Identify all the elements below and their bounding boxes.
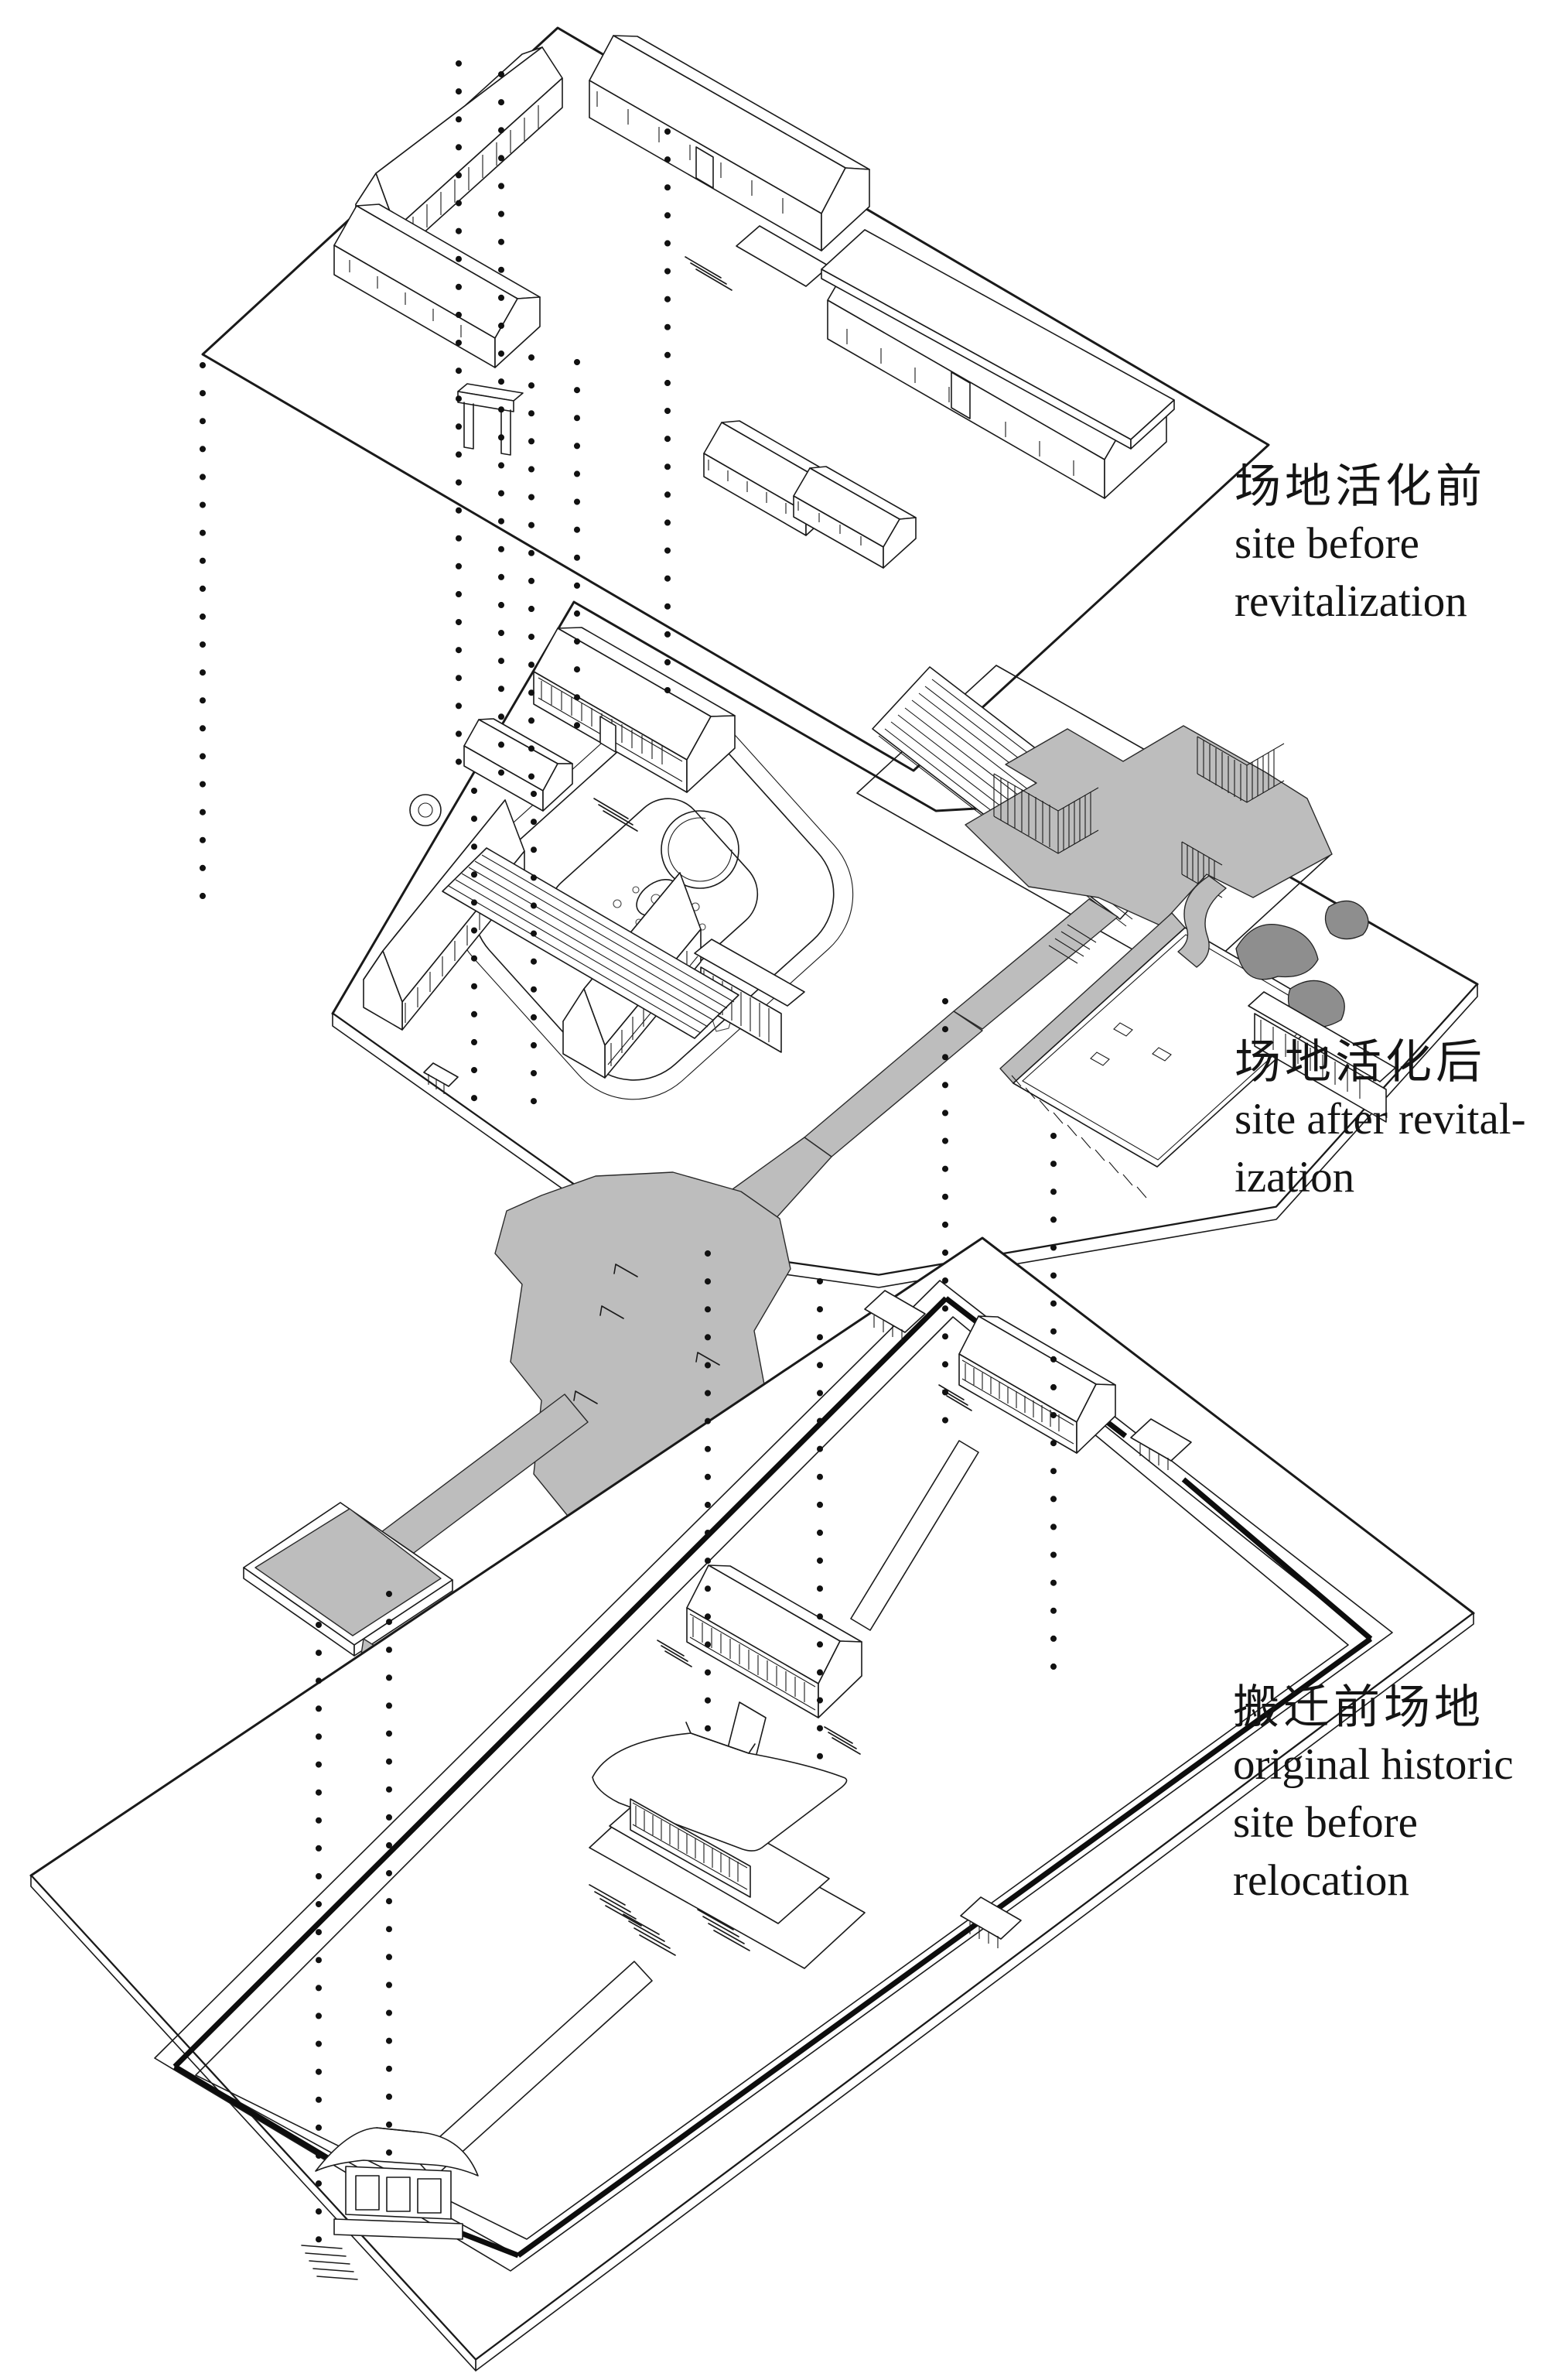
projection-dotted-lines (200, 60, 1057, 2245)
edge-gate (423, 1062, 459, 1094)
label-site-before-revitalization: 场地活化前 site before revitalization (1235, 460, 1486, 631)
spiral-stair (409, 794, 442, 826)
winding-path (1177, 875, 1227, 968)
top-plane-outline (201, 26, 1270, 772)
label-site-after-revitalization: 场地活化后 site after revital- ization (1235, 1035, 1526, 1206)
layer-top-site-before (201, 26, 1270, 772)
label-original-historic-site: 搬迁前场地 original historic site before relo… (1233, 1681, 1514, 1910)
warehouse-shed (333, 203, 541, 368)
flat-slab (821, 229, 1175, 450)
temple-hall-second (657, 1564, 862, 1755)
label-en-line: ization (1235, 1153, 1355, 1202)
label-zh: 场地活化前 (1235, 461, 1486, 512)
label-en-line: revitalization (1235, 577, 1467, 627)
label-en-line: original historic (1233, 1739, 1514, 1789)
label-zh: 场地活化后 (1235, 1037, 1486, 1088)
shed-small-1 (703, 420, 842, 536)
shed-small-2 (793, 466, 917, 569)
courtyard-hall (589, 35, 870, 291)
low-colonnade-building (1248, 991, 1396, 1123)
layer-bottom-historic-site (29, 1236, 1475, 2371)
grand-pavilion (589, 1722, 866, 1969)
walled-courtyard (999, 875, 1369, 1199)
label-zh: 搬迁前场地 (1233, 1682, 1484, 1733)
small-gate-frame (457, 383, 524, 456)
small-house (463, 718, 573, 812)
wall-pavilion (864, 1290, 1192, 1948)
stepped-terraces (442, 847, 739, 1039)
heritage-hall (533, 627, 736, 832)
temple-hall-first (938, 1315, 1116, 1454)
label-en-line: site after revital- (1235, 1094, 1526, 1144)
label-en-line: site before (1235, 518, 1419, 568)
middle-plane-thickness (332, 983, 1478, 1288)
label-en-line: relocation (1233, 1856, 1409, 1906)
label-en-line: site before (1233, 1798, 1418, 1848)
round-pond (661, 810, 739, 889)
gate-building (301, 2127, 479, 2280)
